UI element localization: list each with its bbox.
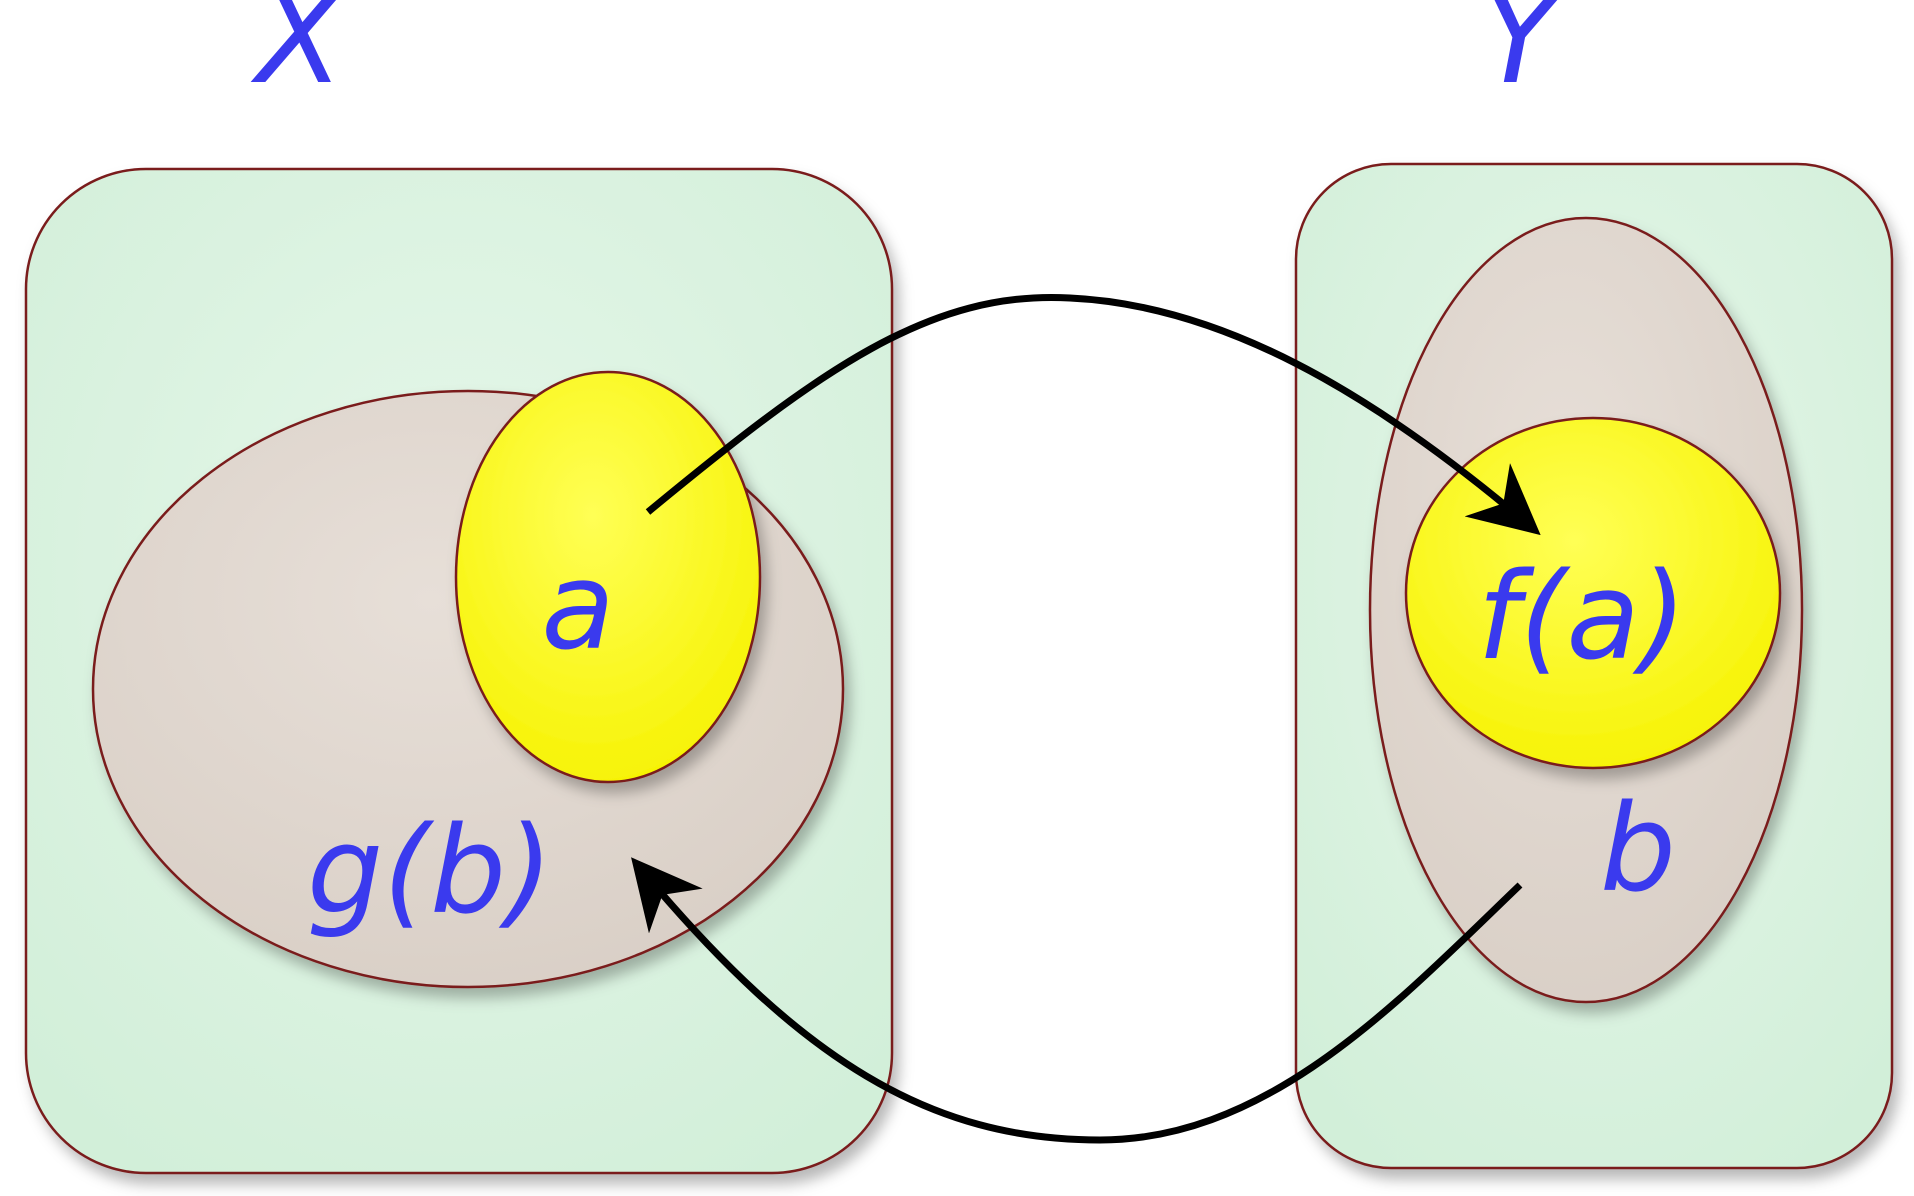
arrow-f [645, 293, 1541, 536]
arrow-g [631, 857, 1523, 1144]
set-y-title: Y [1481, 0, 1568, 113]
label-b: b [1600, 780, 1676, 919]
set-y [1294, 162, 1894, 1170]
set-x [24, 167, 894, 1175]
label-g-of-b: g(b) [307, 802, 553, 941]
label-f-of-a: f(a) [1477, 548, 1686, 687]
region-a [454, 370, 762, 784]
label-a: a [541, 538, 615, 677]
set-x-title: X [250, 0, 346, 113]
